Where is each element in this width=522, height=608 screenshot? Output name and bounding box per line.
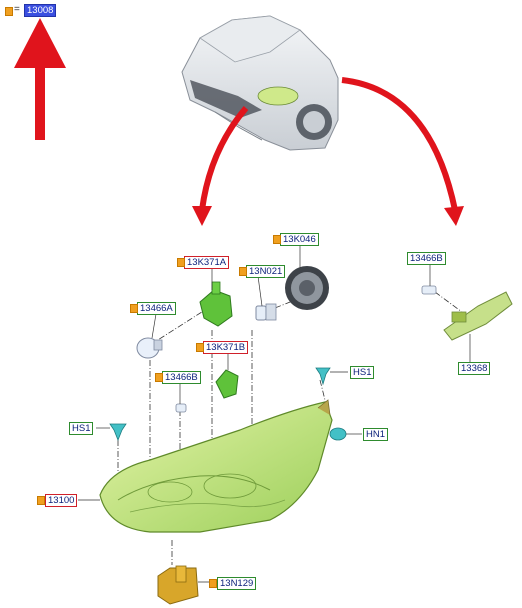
part-label-13100[interactable]: 13100 xyxy=(45,494,78,507)
socket-13k371a-icon xyxy=(199,281,233,327)
part-label-13368[interactable]: 13368 xyxy=(458,362,491,375)
part-label-13k046[interactable]: 13K046 xyxy=(280,233,319,246)
screw-hs1-left-icon xyxy=(109,423,127,442)
bulb-13466a-icon xyxy=(136,337,163,359)
part-label-13466a[interactable]: 13466A xyxy=(137,302,176,315)
part-label-hs1-left[interactable]: HS1 xyxy=(69,422,94,435)
nut-hn1-icon xyxy=(329,427,347,441)
part-label-13n021[interactable]: 13N021 xyxy=(246,265,286,278)
socket-13k371b-icon xyxy=(215,369,239,399)
bulb-13n021-icon xyxy=(255,303,277,321)
legend-equals: = xyxy=(14,4,20,15)
headlamp-assembly xyxy=(99,399,333,533)
label-marker-icon xyxy=(155,373,163,382)
part-label-hn1[interactable]: HN1 xyxy=(363,428,389,441)
screw-hs1-right-icon xyxy=(315,367,331,386)
label-marker-icon xyxy=(273,235,281,244)
part-label-13n129[interactable]: 13N129 xyxy=(217,577,257,590)
part-label-13008[interactable]: 13008 xyxy=(24,4,57,17)
label-marker-icon xyxy=(209,579,217,588)
part-label-13466b-right[interactable]: 13466B xyxy=(407,252,446,265)
red-arrow-to-side-lamp-icon xyxy=(341,77,464,226)
label-marker-icon xyxy=(177,258,185,267)
label-marker-icon xyxy=(196,343,204,352)
label-marker-icon xyxy=(37,496,45,505)
legend-marker-icon xyxy=(5,7,13,16)
cover-cap-13k046-icon xyxy=(285,266,329,310)
bulb-13466b-icon xyxy=(175,403,187,413)
part-label-13k371a[interactable]: 13K371A xyxy=(184,256,230,269)
side-repeater-13368-icon xyxy=(443,291,513,341)
label-marker-icon xyxy=(239,267,247,276)
part-label-hs1-right[interactable]: HS1 xyxy=(350,366,375,379)
part-label-13466b-left[interactable]: 13466B xyxy=(162,371,201,384)
label-marker-icon xyxy=(130,304,138,313)
bulb-13466b-right-icon xyxy=(421,285,437,295)
label-leader-lines xyxy=(78,244,471,583)
up-arrow-icon xyxy=(14,18,66,140)
part-label-13k371b[interactable]: 13K371B xyxy=(203,341,249,354)
red-arrow-to-headlamp-icon xyxy=(192,106,249,226)
car-front-illustration xyxy=(181,15,339,151)
bracket-13n129-icon xyxy=(157,565,199,605)
